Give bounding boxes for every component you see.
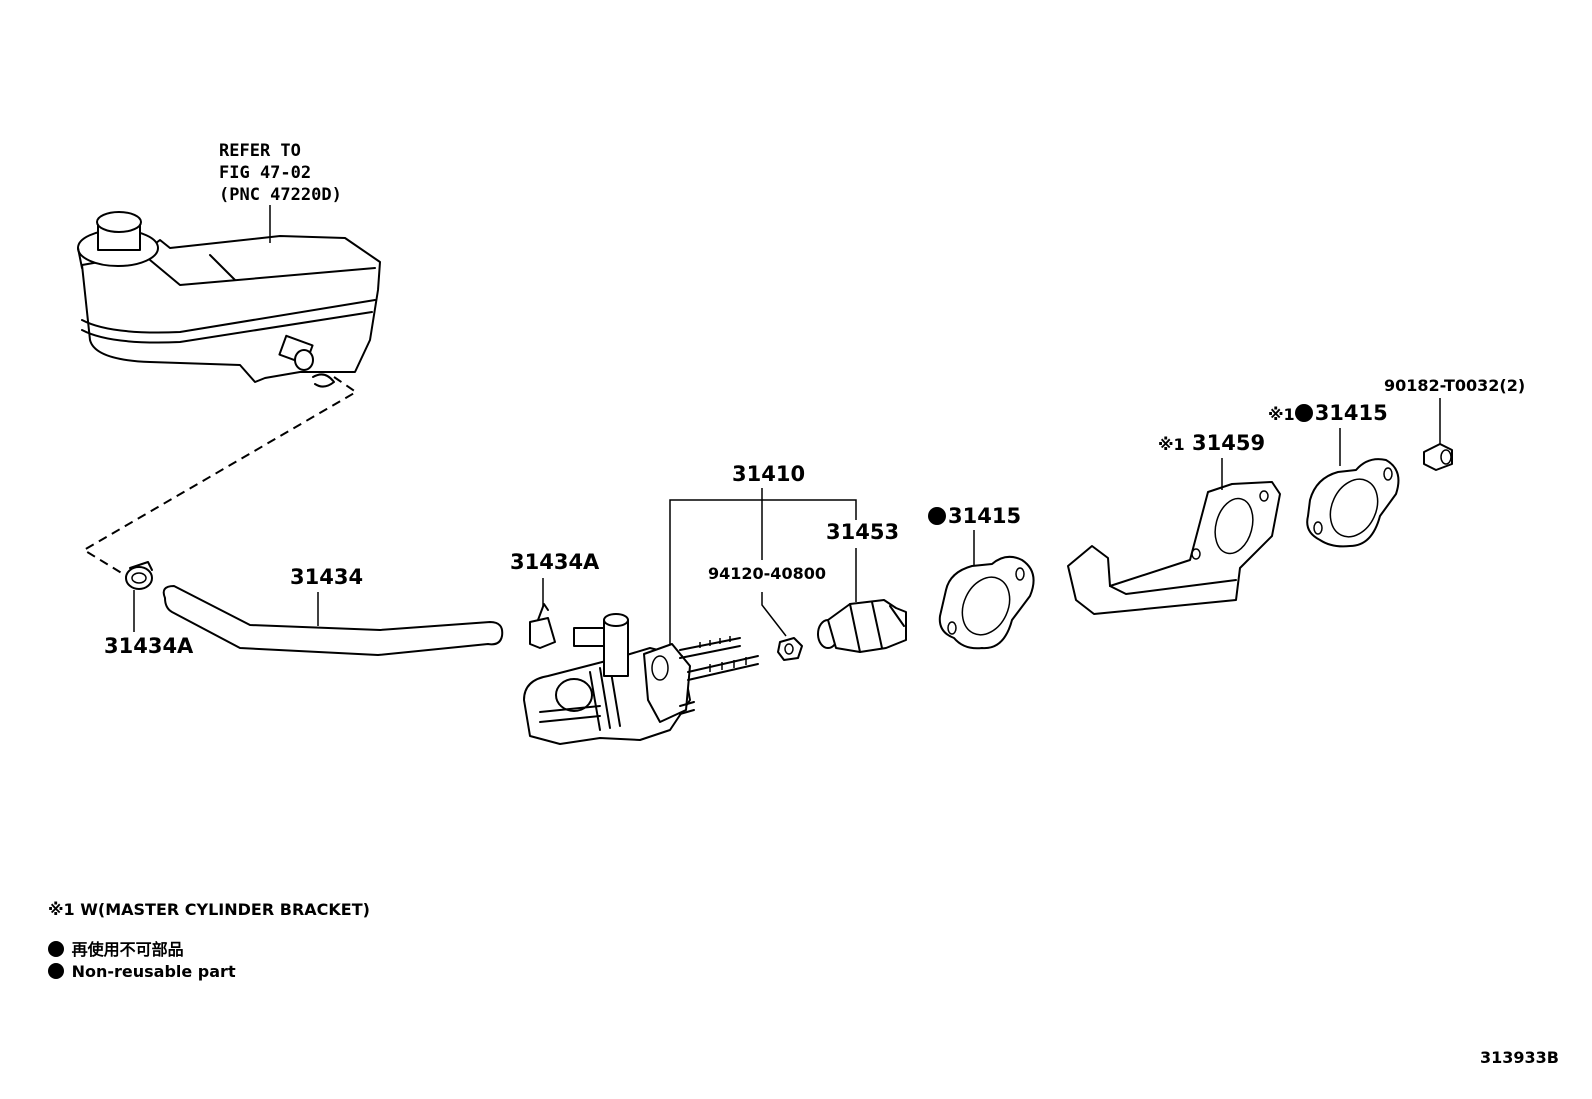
assembly-bracket-leader — [669, 488, 857, 645]
gasket-note-mark: ※1 — [1268, 405, 1295, 424]
nut-illustration — [761, 592, 803, 661]
callout-31434a-bottom[interactable]: 31434A — [104, 634, 194, 658]
non-reusable-dot-icon — [928, 507, 946, 525]
callout-31415-left-text: 31415 — [948, 504, 1022, 528]
callout-31453[interactable]: 31453 — [826, 520, 900, 544]
gasket-right-illustration — [1306, 428, 1400, 548]
refer-line-2: FIG 47-02 — [219, 163, 312, 183]
dashed-connection-line — [82, 376, 358, 581]
callout-94120-40800[interactable]: 94120-40800 — [708, 564, 826, 583]
legend-en-text: Non-reusable part — [71, 962, 236, 981]
refer-to-text: REFER TO FIG 47-02 (PNC 47220D) — [219, 140, 342, 206]
callout-31415-right-text: 31415 — [1314, 401, 1388, 425]
non-reusable-dot-icon — [48, 963, 64, 979]
callout-31459[interactable]: ※1 31459 — [1158, 433, 1265, 454]
legend-note-1: ※1 W(MASTER CYLINDER BRACKET) — [48, 900, 370, 919]
hose-illustration — [162, 585, 504, 656]
non-reusable-dot-icon — [48, 941, 64, 957]
bracket-note-mark: ※1 — [1158, 435, 1185, 454]
figure-code: 313933B — [1480, 1048, 1559, 1067]
hose-clamp-left-illustration — [125, 561, 153, 632]
callout-31415-left[interactable]: 31415 — [928, 506, 1021, 527]
legend-jp-text: 再使用不可部品 — [71, 940, 184, 959]
gasket-left-illustration — [938, 530, 1035, 650]
legend-non-reusable-en: Non-reusable part — [48, 962, 236, 981]
callout-31459-text: 31459 — [1192, 431, 1266, 455]
callout-31434[interactable]: 31434 — [290, 565, 364, 589]
legend-non-reusable-jp: 再使用不可部品 — [48, 936, 184, 960]
callout-31410[interactable]: 31410 — [732, 462, 806, 486]
push-rod-illustration — [817, 548, 907, 653]
hose-clamp-right-illustration — [529, 578, 556, 649]
callout-31434a-top[interactable]: 31434A — [510, 550, 600, 574]
refer-line-3: (PNC 47220D) — [219, 185, 342, 205]
callout-90182-t0032[interactable]: 90182-T0032(2) — [1384, 376, 1526, 395]
refer-line-1: REFER TO — [219, 141, 301, 161]
bracket-illustration — [1067, 458, 1281, 615]
non-reusable-dot-icon — [1294, 404, 1313, 422]
master-cylinder-illustration — [523, 613, 759, 745]
reservoir-tank-illustration — [77, 205, 381, 388]
callout-31415-right[interactable]: ※1 31415 — [1268, 403, 1388, 424]
bolt-illustration — [1423, 398, 1453, 471]
